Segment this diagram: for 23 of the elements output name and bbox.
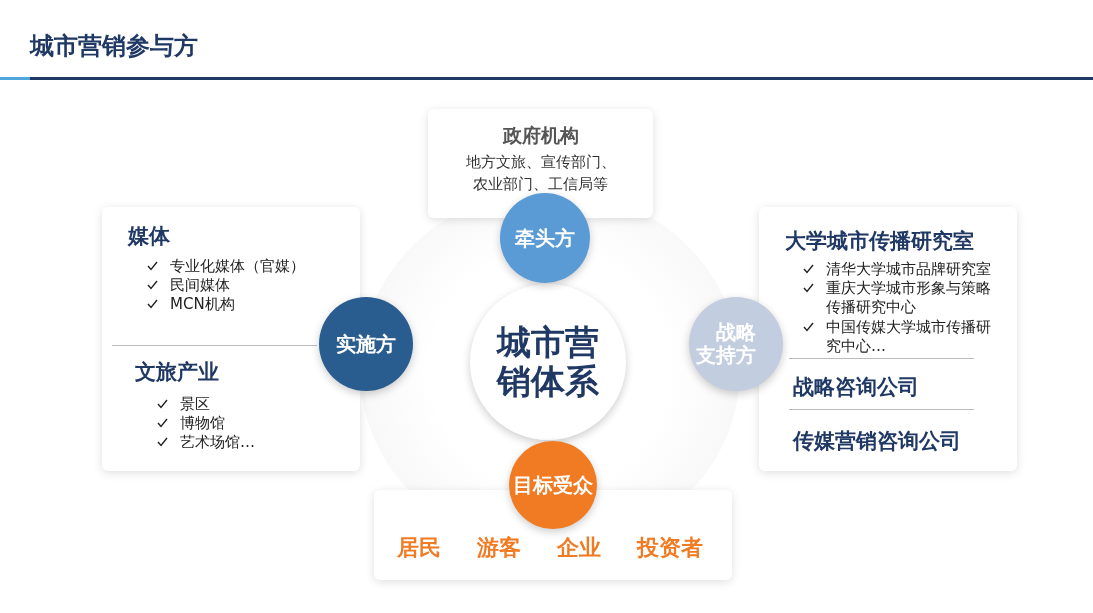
list-item: 清华大学城市品牌研究室 [826, 260, 992, 279]
section-heading: 大学城市传播研究室 [785, 228, 974, 255]
audience-label: 投资者 [637, 534, 703, 562]
body-text: 地方文旅、宣传部门、农业部门、工信局等 [464, 152, 617, 195]
list-item: 博物馆 [180, 414, 226, 433]
page-title: 城市营销参与方 [30, 31, 198, 62]
list-item: 重庆大学城市形象与策略传播研究中心 [826, 279, 992, 317]
section-heading: 战略咨询公司 [793, 374, 919, 401]
list-item: 艺术场馆… [180, 433, 256, 452]
section-heading: 文旅产业 [135, 359, 219, 386]
audience-label: 居民 [397, 534, 441, 562]
info-card [759, 207, 1017, 471]
audience-label: 企业 [557, 534, 601, 562]
section-heading: 传媒营销咨询公司 [793, 428, 961, 455]
box-heading: 政府机构 [501, 123, 580, 148]
list-item: MCN机构 [170, 295, 236, 314]
list-item: 专业化媒体（官媒） [170, 257, 306, 276]
list-item: 中国传媒大学城市传播研究中心… [826, 318, 992, 356]
info-card [428, 109, 653, 218]
list-item: 民间媒体 [170, 276, 231, 295]
section-heading: 媒体 [128, 223, 170, 250]
list-item: 景区 [180, 395, 211, 414]
audience-label: 游客 [477, 534, 521, 562]
